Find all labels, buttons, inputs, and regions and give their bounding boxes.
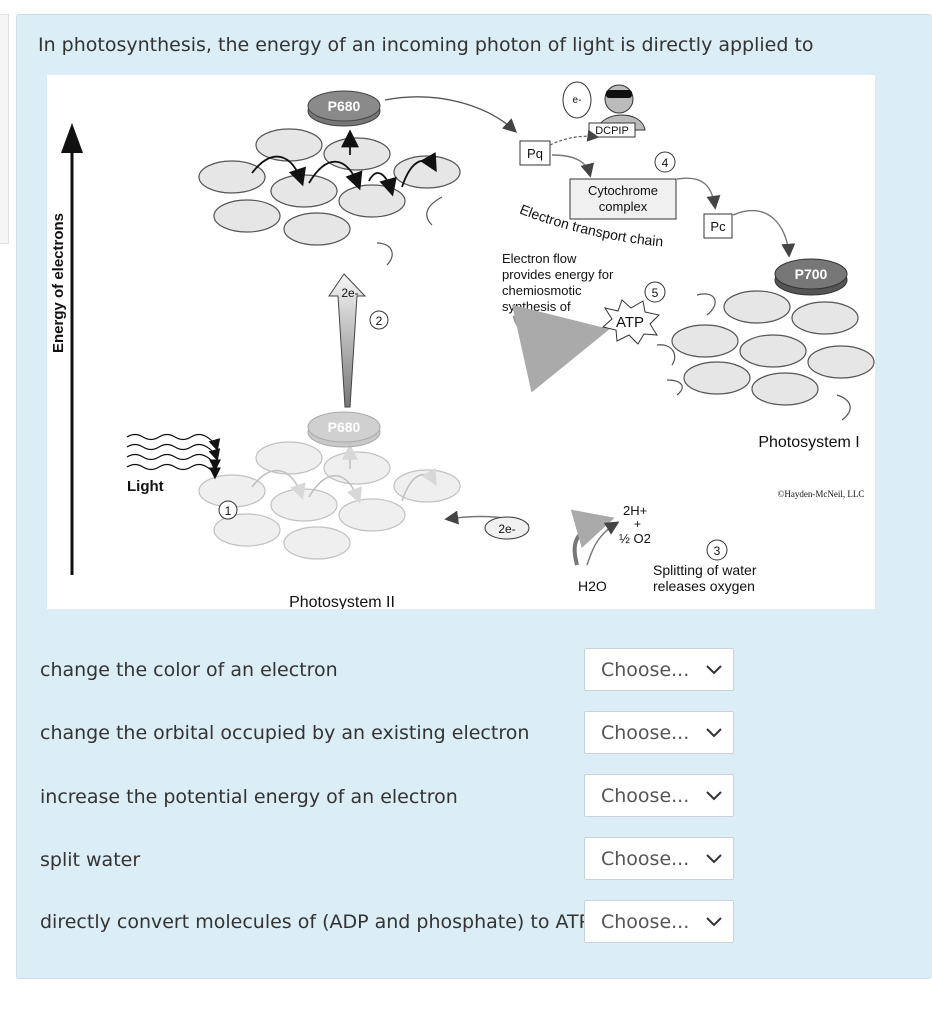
light-label: Light	[127, 478, 164, 495]
p680-bottom-label: P680	[328, 419, 361, 435]
step-4-label: 4	[662, 156, 669, 170]
row-3-select[interactable]: Choose...	[584, 774, 734, 817]
chevron-down-icon	[706, 854, 722, 864]
step-5-label: 5	[652, 286, 659, 300]
photosystem-ii-ground	[198, 441, 461, 560]
cytochrome-line-2: complex	[599, 199, 648, 214]
plus-label: +	[634, 517, 641, 531]
row-5-select[interactable]: Choose...	[584, 900, 734, 943]
excitation-beam: 2e- 2	[328, 273, 389, 408]
splitting-line-1: Splitting of water	[653, 562, 757, 578]
two-h-plus-label: 2H+	[623, 503, 647, 518]
row-2-select-value: Choose...	[601, 722, 690, 744]
step-2-label: 2	[376, 314, 383, 328]
water-splitting: 2e- 2H+ + ½ O2 H2O 3 Splitting of water …	[444, 503, 757, 594]
p700-label: P700	[795, 266, 828, 282]
row-5-select-value: Choose...	[601, 911, 690, 933]
electron-flow-line-1: Electron flow	[502, 251, 577, 266]
chevron-down-icon	[706, 665, 722, 675]
pc-label: Pc	[710, 219, 726, 234]
two-e-mid-label: 2e-	[498, 522, 515, 536]
row-4-select[interactable]: Choose...	[584, 837, 734, 880]
photosystem-ii-label: Photosystem II	[289, 594, 395, 609]
y-axis-label: Energy of electrons	[50, 213, 67, 353]
h2o-label: H2O	[578, 578, 607, 594]
photosynthesis-diagram: Energy of electrons P680	[47, 75, 875, 609]
row-1-select-value: Choose...	[601, 659, 690, 681]
chevron-down-icon	[706, 917, 722, 927]
dcpip-label: DCPIP	[595, 125, 629, 137]
row-2-select[interactable]: Choose...	[584, 711, 734, 754]
splitting-line-2: releases oxygen	[653, 578, 755, 594]
step-3-label: 3	[714, 544, 721, 558]
chevron-down-icon	[706, 728, 722, 738]
row-5-label: directly convert molecules of (ADP and p…	[40, 911, 591, 933]
p680-top-label: P680	[328, 98, 361, 114]
row-3-select-value: Choose...	[601, 785, 690, 807]
cytochrome-line-1: Cytochrome	[588, 183, 658, 198]
copyright-label: ©Hayden-McNeil, LLC	[778, 489, 865, 499]
electron-flow-line-3: chemiosmotic	[502, 283, 582, 298]
photosystem-ii-excited: P680	[198, 90, 461, 266]
electron-flow-line-4: synthesis of	[502, 299, 571, 314]
electron-flow-line-2: provides energy for	[502, 267, 614, 282]
electron-flow-text: Electron flow provides energy for chemio…	[502, 251, 614, 314]
chevron-down-icon	[706, 791, 722, 801]
row-4-select-value: Choose...	[601, 848, 690, 870]
side-tab	[0, 14, 9, 244]
row-3-label: increase the potential energy of an elec…	[40, 786, 458, 808]
atp-starburst-icon	[601, 299, 661, 345]
two-e-top-label: 2e-	[341, 286, 358, 300]
e-minus-label: e-	[573, 95, 582, 106]
photosystem-i-label: Photosystem I	[758, 434, 859, 451]
atp-label: ATP	[616, 314, 644, 331]
pq-label: Pq	[527, 146, 543, 161]
row-1-select[interactable]: Choose...	[584, 648, 734, 691]
dcpip-bandit-icon: e- DCPIP	[562, 81, 646, 138]
step-1-label: 1	[225, 504, 232, 518]
question-text: In photosynthesis, the energy of an inco…	[38, 34, 814, 56]
energy-axis: Energy of electrons	[50, 123, 83, 575]
row-2-label: change the orbital occupied by an existi…	[40, 722, 530, 744]
half-o2-label: ½ O2	[619, 531, 651, 546]
photosystem-i: P700	[656, 258, 875, 421]
row-4-label: split water	[40, 849, 141, 871]
light-waves	[126, 433, 221, 480]
row-1-label: change the color of an electron	[40, 659, 338, 681]
